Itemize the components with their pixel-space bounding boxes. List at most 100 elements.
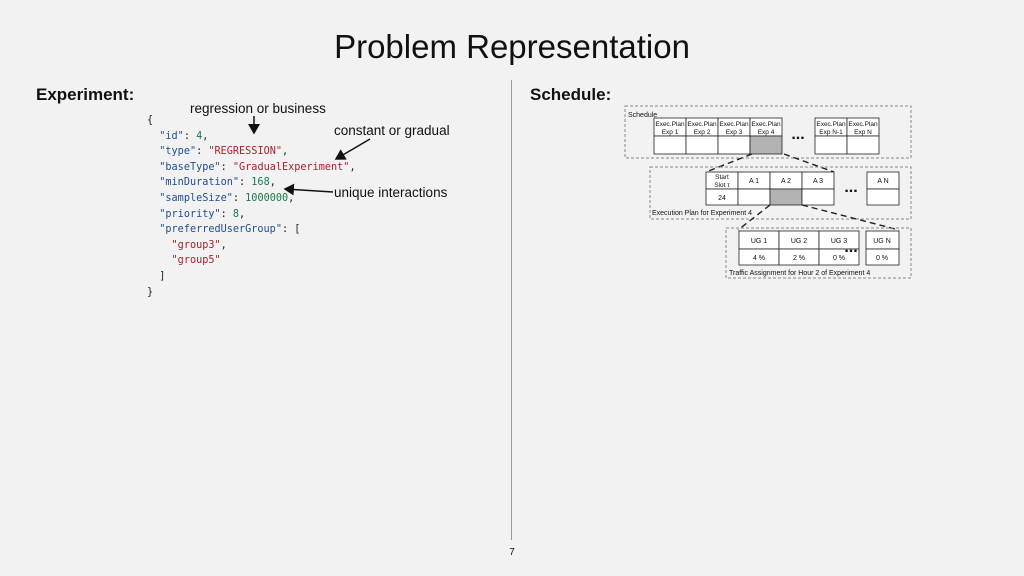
action-label: A N [877,178,888,185]
code-punct: , [239,208,246,220]
connector-line [737,204,771,231]
code-key: "priority" [159,208,221,220]
code-key: "preferredUserGroup" [159,224,282,236]
code-value: 168 [251,177,270,189]
action-value-cell [737,188,771,206]
schedule-col-line2: Exp 1 [662,129,679,136]
schedule-col-line1: Exec.Plan [816,121,846,128]
usergroup-value: 4 % [753,255,765,262]
code-brace: { [147,115,154,126]
schedule-value-cell [749,135,783,155]
code-value: 1000000 [245,192,289,204]
connector-line [705,153,753,173]
usergroup-label: UG 1 [751,238,767,245]
code-colon: : [220,208,233,220]
experiment-json-code: { "id": 4, "type": "REGRESSION", "baseTy… [147,113,356,300]
usergroup-value: 0 % [833,255,845,262]
schedule-col-line2: Exp N-1 [819,129,843,136]
traffic-container [725,227,912,279]
schedule-col-line1: Exec.Plan [719,121,749,128]
code-key: "id" [159,130,184,142]
code-value: "GradualExperiment" [232,161,350,173]
execution-ellipsis: ... [844,179,857,196]
schedule-value-cell [717,135,751,155]
code-line: ] [147,269,356,285]
code-array-item: "group3" [171,239,221,251]
basetype-annotation: constant or gradual [334,123,450,138]
schedule-ellipsis: ... [791,126,804,143]
code-line: "baseType": "GradualExperiment", [147,160,356,176]
code-value: 8 [232,208,240,220]
samplesize-annotation: unique interactions [334,185,448,200]
code-line: "id": 4, [147,129,356,145]
traffic-ellipsis: ... [844,239,857,256]
code-colon: : [183,130,197,142]
code-line: "sampleSize": 1000000, [147,191,356,207]
connector-line [783,153,835,173]
code-punct: , [220,239,227,251]
code-punct: , [269,177,276,189]
page-number: 7 [509,547,515,558]
connector-line [801,204,900,231]
code-punct: , [281,146,289,158]
code-key: "sampleSize" [159,192,233,204]
code-line: { [147,113,356,129]
column-divider [511,80,512,540]
code-punct: , [202,130,209,142]
schedule-heading: Schedule: [530,85,612,104]
code-value: "REGRESSION" [208,146,282,158]
code-key: "baseType" [159,161,221,173]
schedule-col-line1: Exec.Plan [687,121,717,128]
code-value: 4 [196,130,203,142]
action-value-cell [769,188,803,206]
schedule-value-cell [814,135,848,155]
code-line: } [147,285,356,301]
usergroup-value-cell [818,248,860,266]
usergroup-value-cell [865,248,900,266]
schedule-container [624,105,912,159]
code-value: [ [294,224,301,236]
code-colon: : [232,192,246,204]
code-array-item: "group5" [171,255,221,267]
schedule-label: Schedule [628,112,657,119]
usergroup-value: 0 % [876,255,888,262]
slide-title: Problem Representation [334,28,690,65]
action-label: A 2 [781,178,791,185]
code-key: "minDuration" [159,177,240,189]
schedule-col-line1: Exec.Plan [848,121,878,128]
type-annotation: regression or business [190,101,326,116]
code-colon: : [281,224,295,236]
schedule-col-line2: Exp 3 [726,129,743,136]
code-brace: } [147,286,154,298]
action-value-cell [866,188,900,206]
samplesize-arrow [283,183,334,196]
experiment-heading: Experiment: [36,85,135,104]
schedule-col-line1: Exec.Plan [655,121,685,128]
start-value: 24 [718,195,726,202]
code-line: "group5" [147,253,356,269]
usergroup-label: UG N [873,238,891,245]
code-line: "minDuration": 168, [147,175,356,191]
action-value-cell [801,188,835,206]
schedule-col-line2: Exp 2 [694,129,711,136]
execution-plan-container [649,166,912,220]
code-line: "preferredUserGroup": [ [147,222,356,238]
code-brace: ] [159,270,166,282]
action-label: A 1 [749,178,759,185]
code-line: "group3", [147,238,356,254]
code-colon: : [239,177,252,189]
action-label: A 3 [813,178,823,185]
schedule-value-cell [653,135,687,155]
usergroup-label: UG 2 [791,238,807,245]
execution-plan-label: Execution Plan for Experiment 4 [652,210,752,217]
schedule-col-line1: Exec.Plan [751,121,781,128]
usergroup-value: 2 % [793,255,805,262]
code-line: "priority": 8, [147,207,356,223]
start-header-line1: Start [715,174,729,181]
code-punct: , [349,161,356,173]
schedule-value-cell [846,135,880,155]
start-header-line2: Slot τ [714,182,730,189]
usergroup-label: UG 3 [831,238,847,245]
